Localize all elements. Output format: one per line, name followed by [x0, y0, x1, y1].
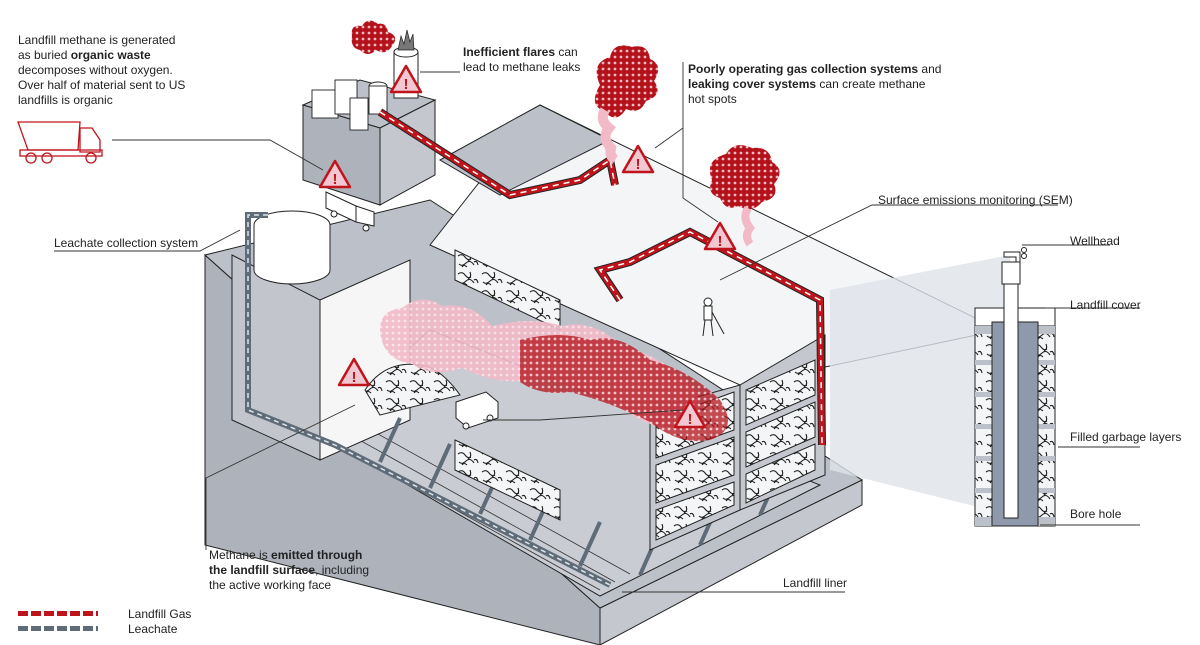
- annotation-text: Poorly operating gas collection systems: [688, 62, 919, 76]
- gas-plant-equipment: [311, 79, 388, 131]
- flare-leak-plume: [351, 20, 396, 55]
- dump-truck-icon: [17, 121, 103, 164]
- annotation-text: , including: [315, 563, 370, 577]
- annotation-gas-collection: Poorly operating gas collection systems …: [688, 62, 941, 107]
- garbage-layers: [454, 249, 816, 541]
- annotation-text: organic waste: [70, 48, 151, 62]
- annotation-text: the active working face: [209, 578, 332, 592]
- delivery-truck-icon: [455, 391, 499, 430]
- legend-label: Leachate: [128, 621, 178, 636]
- svg-text:!: !: [333, 171, 338, 188]
- bore-hole-diagram: [974, 247, 1056, 527]
- annotation-text: the landfill surface: [209, 563, 316, 577]
- annotation-text: Over half of material sent to US: [18, 78, 186, 92]
- legend-item-leachate: Leachate: [18, 621, 191, 636]
- methane-plume-icon: [709, 145, 780, 247]
- annotation-text: landfills is organic: [18, 93, 113, 107]
- annotation-text: hot spots: [688, 92, 737, 106]
- label-landfill-cover: Landfill cover: [1070, 298, 1141, 312]
- legend-label: Landfill Gas: [128, 606, 192, 621]
- annotation-text: leaking cover systems: [688, 77, 817, 91]
- annotation-text: and: [918, 62, 942, 76]
- svg-text:!: !: [718, 233, 723, 250]
- annotation-text: decomposes without oxygen.: [18, 63, 173, 77]
- annotation-text: Landfill methane is generated: [18, 33, 176, 47]
- label-landfill-liner: Landfill liner: [783, 576, 848, 590]
- worker-icon: [702, 297, 725, 337]
- svg-text:!: !: [636, 156, 641, 173]
- leader-lines: [54, 62, 1140, 593]
- svg-text:!: !: [404, 76, 409, 93]
- warning-triangle-icon: !!!!!!: [318, 64, 737, 429]
- delivery-truck-icon: [325, 191, 375, 232]
- wellhead-icon: [1003, 247, 1027, 263]
- methane-plume-icon: [594, 45, 659, 165]
- annotation-text: can create methane: [816, 77, 926, 91]
- label-sem: Surface emissions monitoring (SEM): [878, 193, 1073, 207]
- landfill-gas-pipe: [377, 108, 826, 446]
- warning-triangle-icon: !: [389, 64, 423, 94]
- warning-triangle-icon: !: [621, 144, 655, 174]
- warning-triangle-icon: !: [318, 159, 352, 189]
- annotation-text: emitted through: [271, 548, 363, 562]
- legend-item-landfill-gas: Landfill Gas: [18, 606, 191, 621]
- svg-text:!: !: [688, 411, 693, 428]
- landfill-gas-swatch: [18, 611, 98, 616]
- warning-triangle-icon: !: [673, 399, 707, 429]
- annotation-text: Methane is: [209, 548, 272, 562]
- warning-triangle-icon: !: [703, 221, 737, 251]
- label-wellhead: Wellhead: [1070, 234, 1120, 248]
- label-bore-hole: Bore hole: [1070, 507, 1122, 521]
- annotation-text: as buried: [18, 48, 71, 62]
- label-garbage-layers: Filled garbage layers: [1070, 430, 1182, 444]
- warning-triangle-icon: !: [337, 357, 371, 387]
- annotation-text: Inefficient flares: [463, 45, 556, 59]
- leachate-swatch: [18, 626, 98, 631]
- annotation-text: lead to methane leaks: [463, 60, 581, 74]
- label-leachate-collection: Leachate collection system: [54, 236, 199, 250]
- annotation-text: can: [555, 45, 578, 59]
- svg-text:!: !: [352, 369, 357, 386]
- well-pipe: [1003, 269, 1019, 519]
- legend: Landfill Gas Leachate: [18, 606, 191, 636]
